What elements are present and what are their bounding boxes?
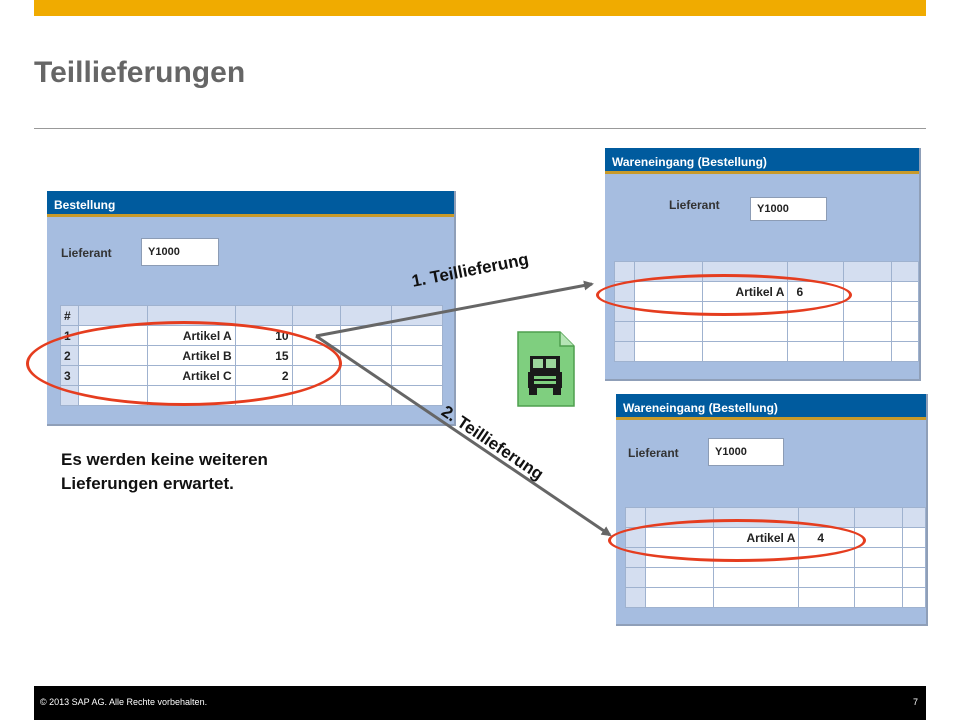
- table-row[interactable]: [614, 321, 919, 342]
- table-row[interactable]: [625, 587, 926, 608]
- highlight-ring-order-rows: [26, 321, 342, 406]
- note-line-2: Lieferungen erwartet.: [61, 474, 234, 493]
- note-line-1: Es werden keine weiteren: [61, 450, 268, 469]
- receipt2-header: Wareneingang (Bestellung): [616, 394, 926, 420]
- arrow-label-second: 2. Teillieferung: [437, 401, 548, 484]
- table-row[interactable]: [625, 567, 926, 588]
- highlight-ring-receipt2: [608, 519, 866, 562]
- receipt1-vendor-field[interactable]: Y1000: [750, 197, 827, 221]
- closing-note: Es werden keine weiteren Lieferungen erw…: [61, 448, 268, 496]
- footer-bar: © 2013 SAP AG. Alle Rechte vorbehalten. …: [34, 686, 926, 720]
- slide-title: Teillieferungen: [34, 56, 246, 89]
- order-vendor-field[interactable]: Y1000: [141, 238, 219, 266]
- goods-receipt-panel-1: Wareneingang (Bestellung) Lieferant Y100…: [605, 148, 921, 381]
- truck-document-icon: [517, 331, 575, 407]
- table-header-row: #: [59, 305, 443, 326]
- goods-receipt-panel-2: Wareneingang (Bestellung) Lieferant Y100…: [616, 394, 928, 626]
- receipt2-vendor-field[interactable]: Y1000: [708, 438, 784, 466]
- order-panel-header: Bestellung: [47, 191, 454, 217]
- page-number: 7: [912, 697, 918, 707]
- table-row[interactable]: [614, 341, 919, 362]
- receipt1-header: Wareneingang (Bestellung): [605, 148, 919, 174]
- copyright-text: © 2013 SAP AG. Alle Rechte vorbehalten.: [40, 697, 208, 707]
- receipt1-vendor-label: Lieferant: [669, 198, 720, 212]
- highlight-ring-receipt1: [596, 274, 852, 316]
- accent-bar: [34, 0, 926, 16]
- title-divider: [34, 128, 926, 129]
- order-vendor-label: Lieferant: [61, 246, 112, 260]
- receipt2-vendor-label: Lieferant: [628, 446, 679, 460]
- column-hash: #: [59, 305, 80, 326]
